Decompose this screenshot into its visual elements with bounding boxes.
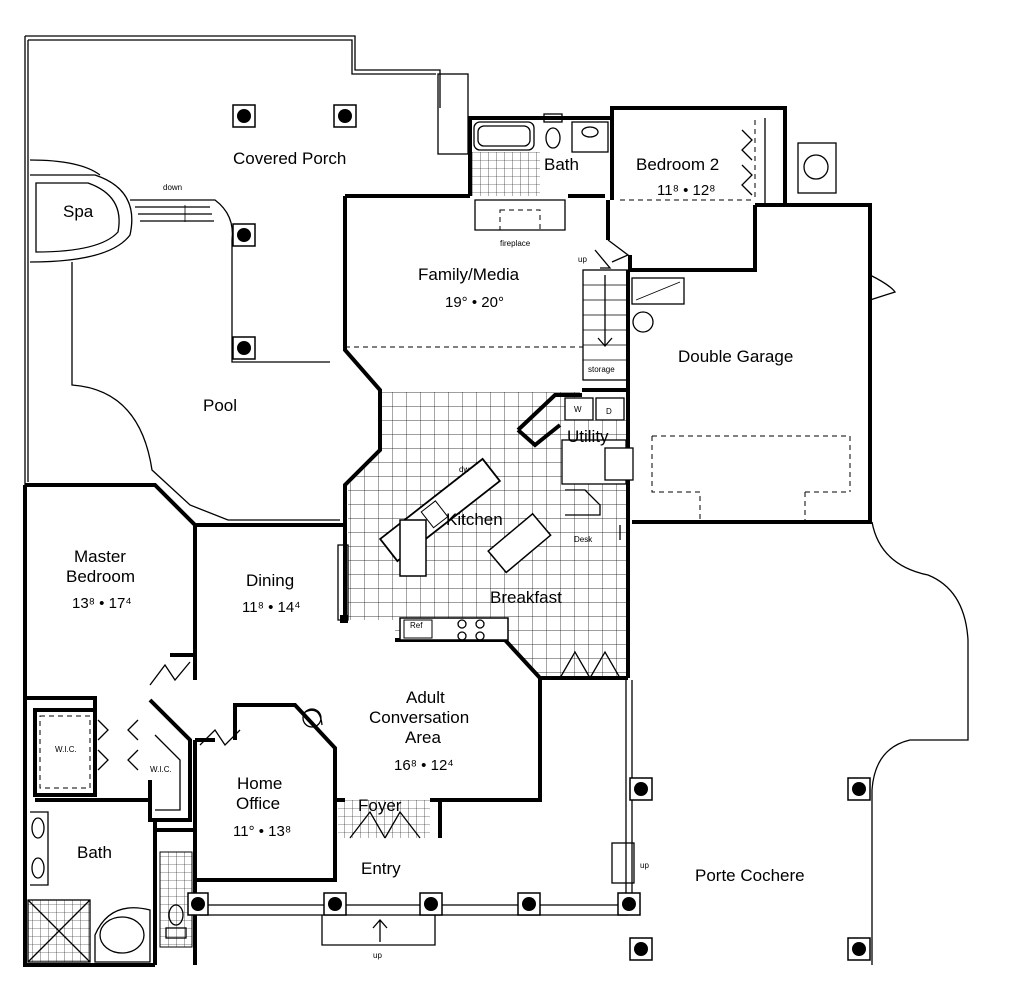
label-adult-2: Conversation [369,708,469,727]
label-dining-dim: 11⁸ • 14⁴ [242,599,301,616]
label-double-garage: Double Garage [678,347,793,366]
utility-details [516,393,634,540]
label-master-bedroom-1: Master [74,547,126,566]
label-bath-upper: Bath [544,155,579,174]
interior-details [27,544,430,963]
label-bedroom-2: Bedroom 2 [636,155,719,174]
label-up-family: up [578,255,587,264]
room-labels: Covered Porch Spa down Bath Bedroom 2 11… [55,149,805,960]
label-master-bedroom-dim: 13⁸ • 17⁴ [72,595,132,612]
label-adult-1: Adult [406,688,445,707]
label-kitchen: Kitchen [446,510,503,529]
label-desk: Desk [574,535,593,544]
label-foyer: Foyer [358,796,402,815]
label-covered-porch: Covered Porch [233,149,346,168]
upper-bath-fixtures [470,113,609,196]
kitchen-floor [348,392,628,679]
label-up-porte: up [640,861,649,870]
garage-details [631,142,897,522]
label-dining: Dining [246,571,294,590]
label-family-media-dim: 19° • 20° [445,294,504,311]
label-up-entry: up [373,951,382,960]
label-breakfast: Breakfast [490,588,562,607]
porte-cochere [629,521,969,965]
label-bedroom-2-dim: 11⁸ • 12⁸ [657,182,716,199]
porch-columns [232,104,357,360]
label-utility: Utility [567,427,609,446]
label-w: W [574,405,582,414]
label-d: D [606,407,612,416]
family-media-details [345,199,630,381]
front-porch [187,680,641,946]
label-wic-right: W.I.C. [150,765,172,774]
label-family-media: Family/Media [418,265,520,284]
label-dw: dw [459,465,469,474]
label-adult-3: Area [405,728,441,747]
label-home-office-2: Office [236,794,280,813]
label-entry: Entry [361,859,401,878]
label-porte-cochere: Porte Cochere [695,866,805,885]
label-home-office-1: Home [237,774,282,793]
pool-deck-outline [24,35,441,521]
label-storage: storage [588,365,615,374]
label-bath-master: Bath [77,843,112,862]
label-pool: Pool [203,396,237,415]
label-down: down [163,183,182,192]
label-ref: Ref [410,621,423,630]
label-spa: Spa [63,202,94,221]
bedroom2-details [620,118,766,205]
label-fireplace: fireplace [500,239,531,248]
label-master-bedroom-2: Bedroom [66,567,135,586]
label-home-office-dim: 11° • 13⁸ [233,823,291,840]
label-wic-left: W.I.C. [55,745,77,754]
label-adult-dim: 16⁸ • 12⁴ [394,757,454,774]
